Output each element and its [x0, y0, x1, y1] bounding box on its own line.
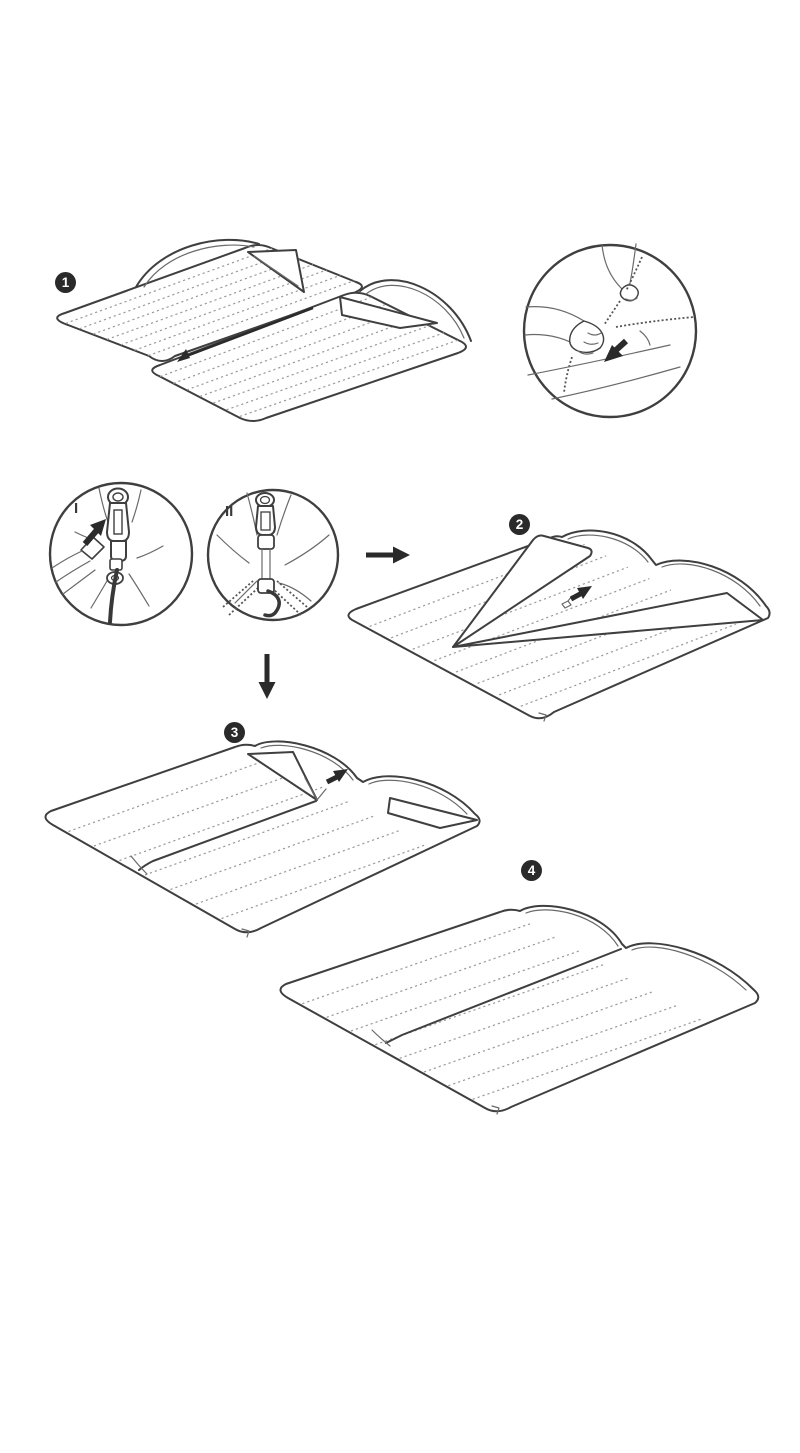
- flap-raised: [452, 534, 593, 648]
- joined-mat-flat: [279, 904, 760, 1115]
- joined-mat: [44, 740, 481, 934]
- insert-direction-arrow: [82, 519, 106, 546]
- flap-lower: [452, 592, 764, 648]
- zipper-tape-tail: [563, 356, 573, 394]
- detail-1-label: I: [74, 500, 78, 517]
- zipper-pull: [106, 487, 130, 585]
- zipper-end-mark: [538, 712, 547, 722]
- arrow-down-icon: [258, 654, 276, 699]
- zipper-slider: [110, 540, 127, 562]
- step-1-illustration: [56, 238, 472, 422]
- pull-direction-arrow: [604, 338, 629, 362]
- slider-lower: [257, 578, 275, 594]
- unzip-arrow: [177, 306, 314, 362]
- pillow-flap-right: [339, 296, 438, 329]
- slider-upper: [257, 534, 275, 550]
- step-1-badge: 1: [55, 272, 76, 293]
- pillow-roll-right: [359, 279, 472, 342]
- step-3-illustration: [44, 740, 481, 938]
- pillow-fold-right: [387, 797, 478, 829]
- zipper-cord: [108, 568, 119, 624]
- hands-zipper-detail-circle: [522, 243, 698, 419]
- gripping-fist: [568, 320, 605, 354]
- corner-flap: [247, 751, 318, 801]
- zipper-end-mark: [241, 928, 250, 938]
- step-2-badge: 2: [509, 514, 530, 535]
- fold-direction-arrow: [325, 769, 348, 785]
- fold-direction-arrow: [569, 586, 592, 602]
- joined-mat: [347, 529, 771, 720]
- zipper-cord: [263, 589, 281, 618]
- center-seam: [138, 800, 317, 871]
- zipper-pull-top: [255, 492, 276, 550]
- step-4-badge: 4: [521, 860, 542, 881]
- detail-2-label: II: [225, 503, 233, 520]
- pillow-roll-left: [135, 238, 260, 288]
- center-seam: [385, 948, 622, 1044]
- zipper-end-mark: [491, 1105, 500, 1115]
- zipper-detail-circle-2: II: [206, 488, 340, 622]
- step-3-badge: 3: [224, 722, 245, 743]
- zipper-tape: [625, 256, 643, 292]
- step-2-illustration: [347, 529, 771, 722]
- zipper-detail-circle-1: I: [48, 481, 194, 627]
- mat-left: [56, 238, 363, 362]
- step-4-illustration: [279, 904, 760, 1115]
- arrow-right-icon: [366, 546, 410, 564]
- mat-right: [151, 279, 472, 422]
